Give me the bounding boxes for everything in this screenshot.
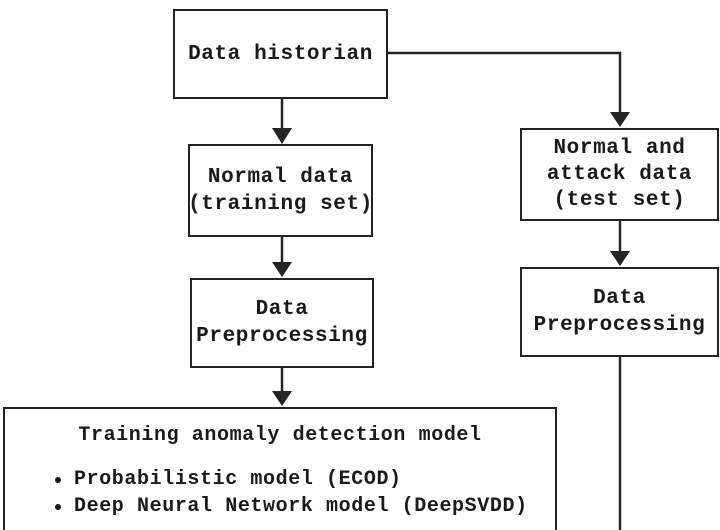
box-training-data-line2: (training set) [188,192,373,216]
box-training-data: Normal data (training set) [188,144,373,237]
box-preprocessing-test-line1: Data [593,287,646,310]
training-model-title: Training anomaly detection model [78,424,482,447]
training-model-bullet-list: Probabilistic model (ECOD) Deep Neural N… [5,466,555,520]
box-preprocessing-train-line2: Preprocessing [196,325,368,348]
bullet-dot-icon [55,503,61,510]
box-preprocessing-test: Data Preprocessing [520,267,719,357]
box-preprocessing-test-line2: Preprocessing [533,314,706,337]
box-test-data-line1: Normal and [553,136,686,160]
arrowhead-preprocessing-right [610,251,630,266]
arrowhead-test-data [610,112,630,127]
box-training-data-line1: Normal data [207,165,354,189]
box-data-historian: Data historian [173,9,388,99]
arrowhead-training-model [272,391,292,406]
box-test-data: Normal and attack data (test set) [520,128,719,221]
bullet-dot-icon [55,476,61,483]
box-training-model: Training anomaly detection model Probabi… [3,407,557,530]
list-item: Probabilistic model (ECOD) [55,466,555,493]
box-data-historian-label: Data historian [188,42,373,66]
arrowhead-preprocessing-left [272,262,292,277]
list-item: Deep Neural Network model (DeepSVDD) [55,493,555,520]
training-model-bullet-1: Probabilistic model (ECOD) [74,468,402,491]
arrowhead-training-data [272,128,292,144]
box-test-data-line3: (test set) [553,188,686,212]
training-model-bullet-2: Deep Neural Network model (DeepSVDD) [74,495,528,518]
box-preprocessing-train: Data Preprocessing [190,278,374,368]
box-test-data-line2: attack data [546,162,693,186]
box-preprocessing-train-line1: Data [255,298,309,321]
arrow-historian-to-test-data [386,51,622,114]
